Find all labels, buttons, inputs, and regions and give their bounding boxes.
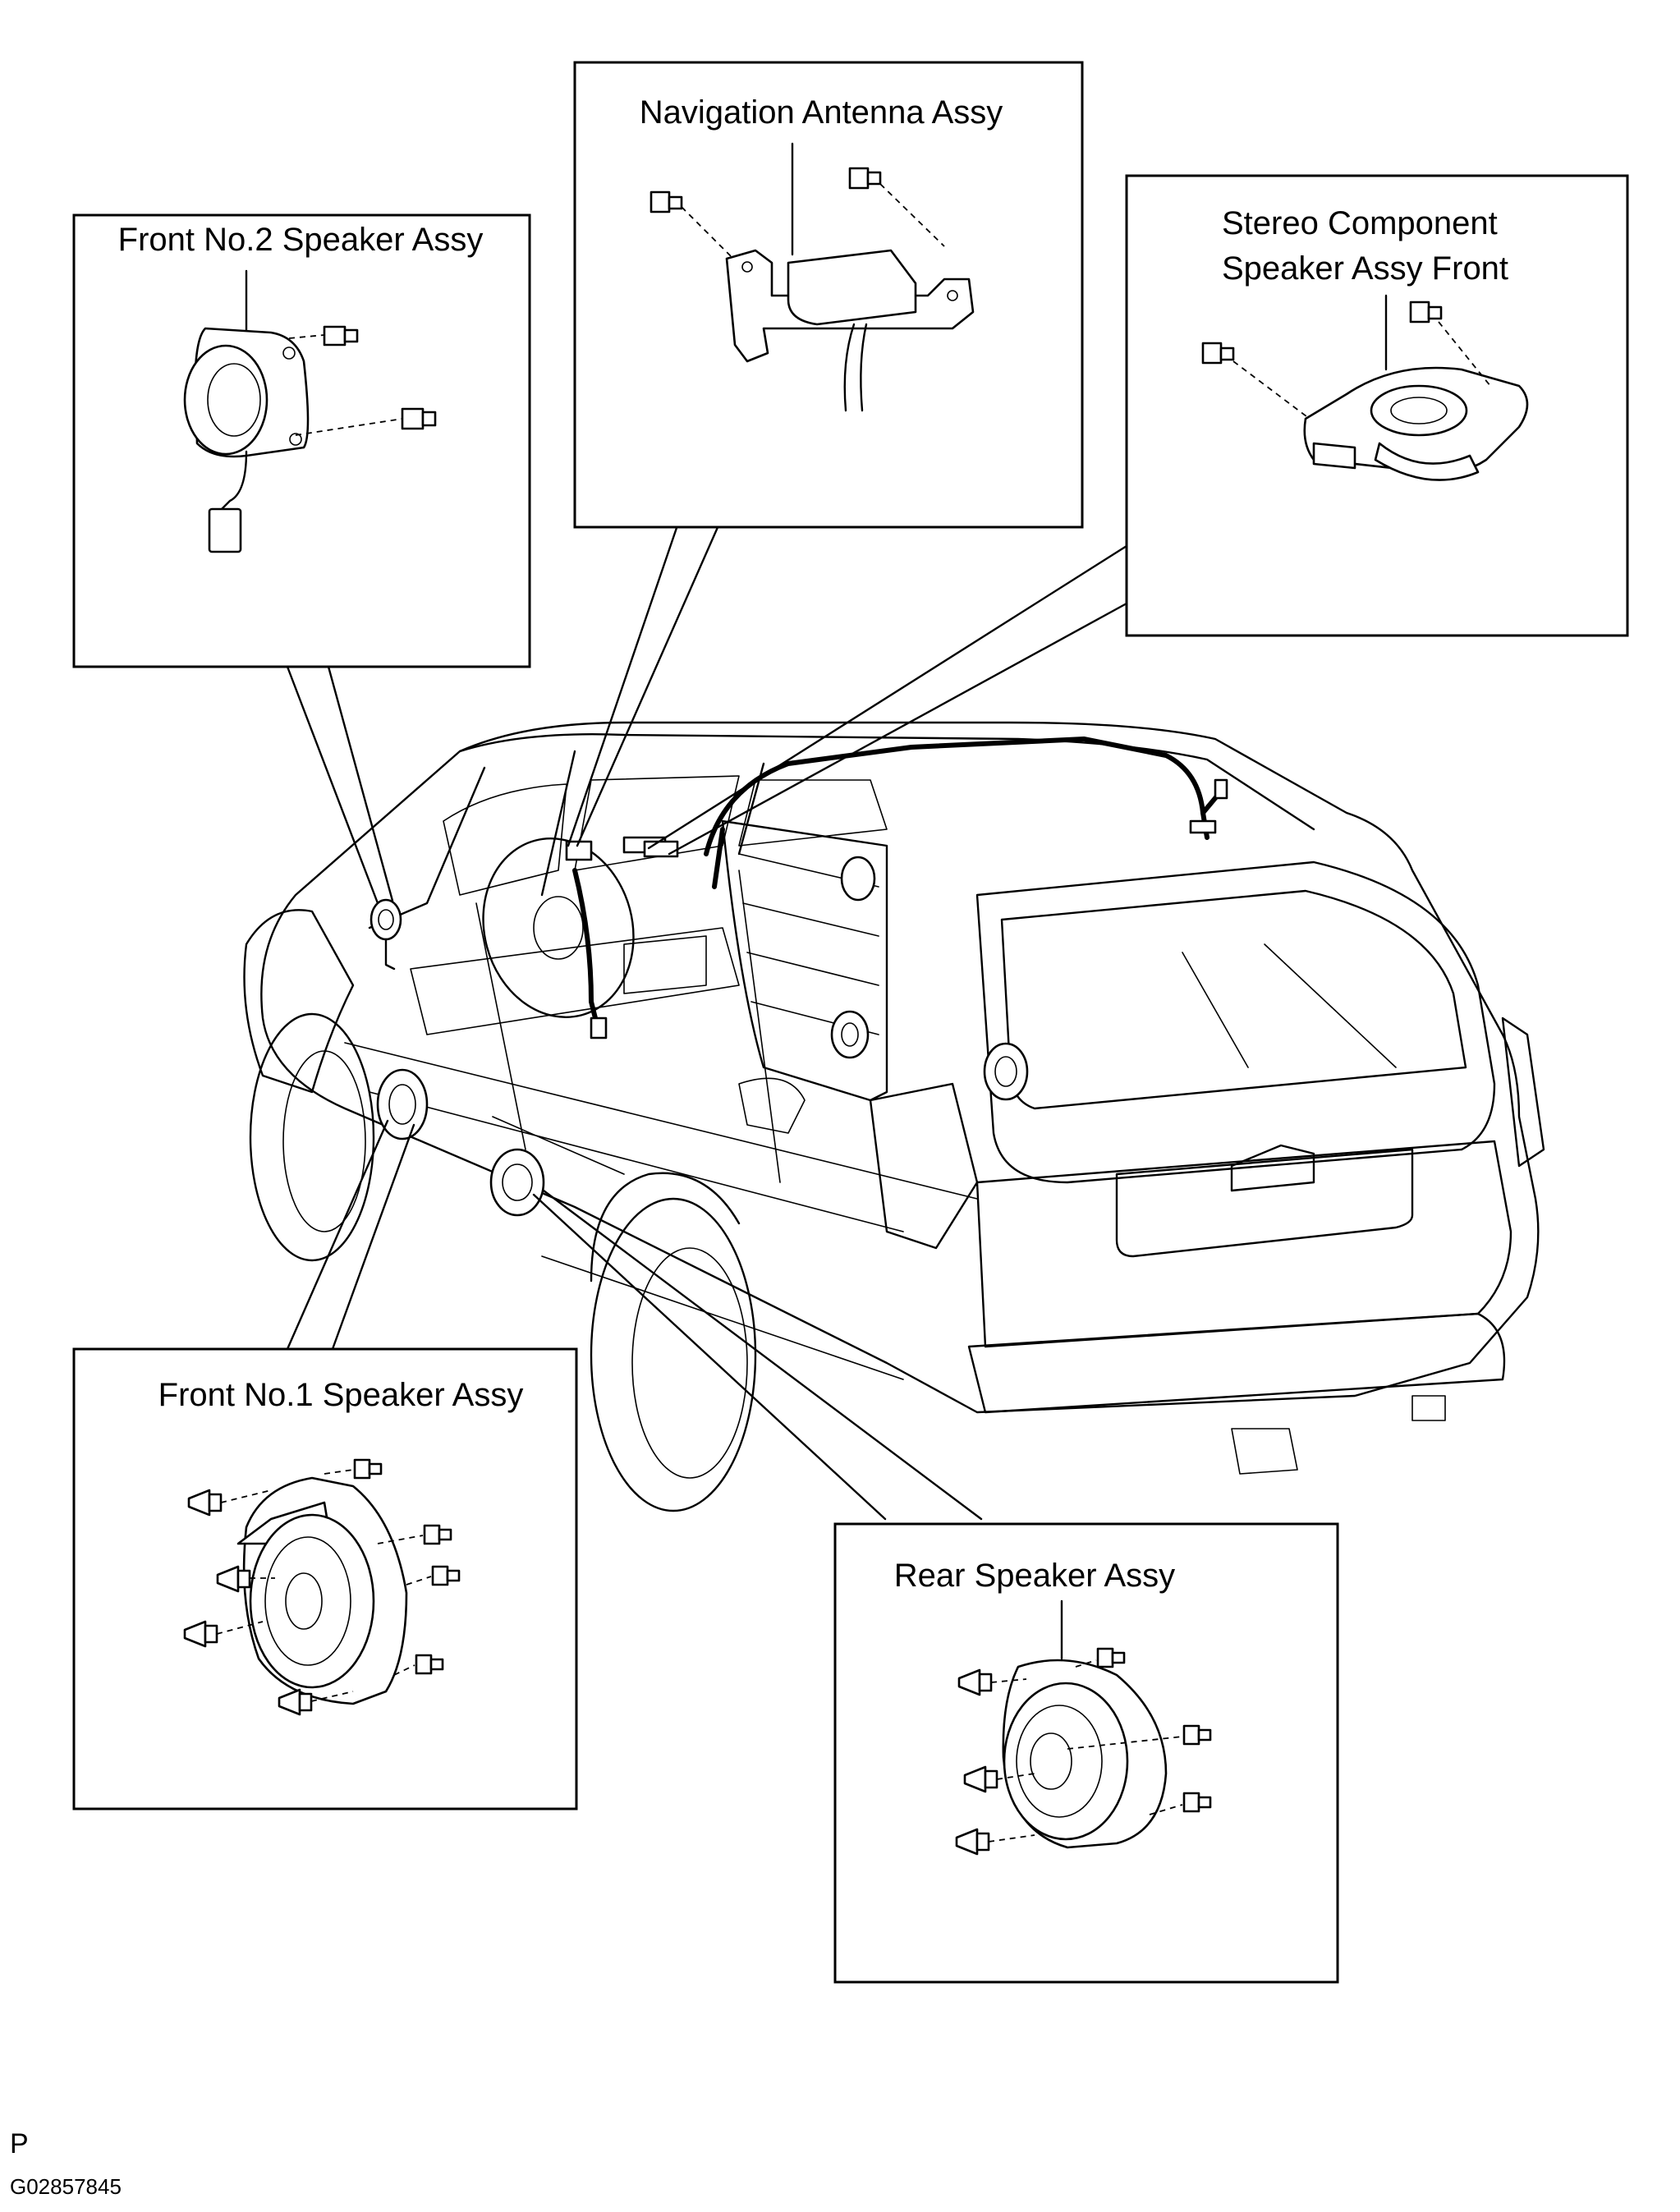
front-no1-speaker-part [236,1476,408,1705]
bolt-icon [1409,301,1491,387]
liftgate-speaker-location [983,1042,1029,1101]
figure-code: G02857845 [10,2174,122,2199]
clip-icon [183,1620,264,1648]
bolt-icon [295,407,437,436]
callout-label: Front No.1 Speaker Assy [158,1377,524,1413]
callout-front-no1-speaker: Front No.1 Speaker Assy [72,1347,578,1810]
front-no1-speaker-location [376,1068,429,1140]
bolt-icon [406,1565,461,1586]
rear-door-speaker-location [830,856,876,1059]
section-letter: P [10,2128,29,2159]
stereo-component-speaker-part [1303,366,1529,481]
clip-icon [278,1688,354,1716]
callout-stereo-component-speaker: Stereo Component Speaker Assy Front [1125,174,1629,637]
rear-speaker-part [1002,1659,1168,1849]
nav-antenna-location [643,840,679,858]
front-no2-speaker-location [370,898,402,971]
bolt-icon [377,1524,452,1545]
vehicle-illustration [243,721,1545,1512]
front-no2-speaker-part [183,327,310,553]
clip-icon [187,1489,272,1517]
rear-speaker-location [489,1148,545,1217]
callout-label-line2: Speaker Assy Front [1222,250,1508,287]
bolt-icon [848,167,945,247]
bolt-icon [1075,1647,1126,1668]
bolt-icon [1201,342,1310,420]
callout-front-no2-speaker: Front No.2 Speaker Assy [72,213,531,668]
vehicle-speaker-markers [370,840,1029,1217]
navigation-antenna-part [725,249,975,412]
leader-lines [286,524,1128,1521]
bolt-icon [288,325,359,346]
callout-label: Rear Speaker Assy [894,1558,1175,1594]
bolt-icon [324,1458,383,1480]
callout-rear-speaker: Rear Speaker Assy [833,1522,1339,1984]
bolt-icon [1149,1792,1212,1815]
callout-navigation-antenna: Navigation Antenna Assy [573,61,1084,529]
clip-icon [216,1565,275,1593]
clip-icon [955,1828,1035,1856]
bolt-icon [1067,1724,1212,1750]
clip-icon [957,1668,1027,1696]
callout-label-line1: Stereo Component [1222,205,1498,241]
bolt-icon [650,190,732,257]
callout-label: Front No.2 Speaker Assy [118,222,484,258]
callout-label: Navigation Antenna Assy [640,94,1003,131]
clip-icon [963,1765,1035,1793]
bolt-icon [393,1654,444,1676]
